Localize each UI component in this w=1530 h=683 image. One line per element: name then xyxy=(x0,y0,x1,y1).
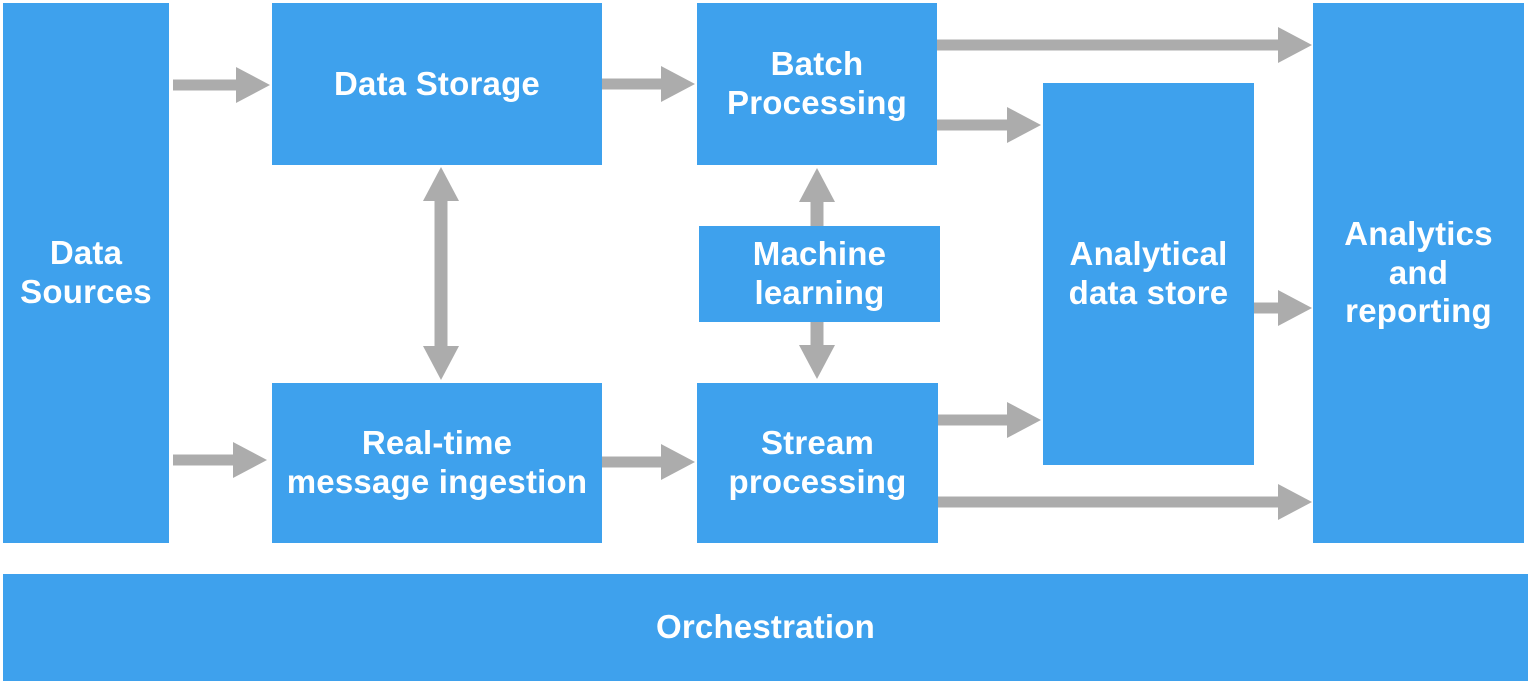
arrow-batch-processing-to-analytics-and-reporting xyxy=(937,27,1312,63)
arrow-stream-processing-to-analytics-and-reporting xyxy=(938,484,1312,520)
node-analytical-data-store: Analytical data store xyxy=(1043,83,1254,465)
arrow-analytical-data-store-to-analytics-and-reporting xyxy=(1254,290,1312,326)
node-stream-processing-label: Stream processing xyxy=(728,424,907,500)
arrow-data-sources-to-real-time-message-ingestion xyxy=(173,442,267,478)
arrow-batch-processing-to-analytical-data-store xyxy=(937,107,1041,143)
node-data-storage-label: Data Storage xyxy=(334,64,540,102)
node-analytics-and-reporting: Analytics and reporting xyxy=(1313,3,1524,543)
arrow-data-sources-to-data-storage xyxy=(173,67,270,103)
node-real-time-message-ingestion: Real-time message ingestion xyxy=(272,383,602,543)
node-analytical-data-store-label: Analytical data store xyxy=(1068,235,1229,311)
node-orchestration-label: Orchestration xyxy=(656,608,875,646)
node-analytics-and-reporting-label: Analytics and reporting xyxy=(1344,214,1493,330)
node-real-time-message-ingestion-label: Real-time message ingestion xyxy=(286,424,588,500)
arrow-machine-learning-to-batch-processing xyxy=(799,168,835,226)
node-data-sources: Data Sources xyxy=(3,3,169,543)
arrow-machine-learning-to-stream-processing xyxy=(799,322,835,379)
node-orchestration: Orchestration xyxy=(3,574,1528,681)
node-machine-learning-label: Machine learning xyxy=(752,235,887,311)
node-data-sources-label: Data Sources xyxy=(20,234,152,310)
node-batch-processing-label: Batch Processing xyxy=(727,45,907,121)
arrow-data-storage-to-real-time-message-ingestion-bidirectional xyxy=(423,167,459,380)
node-batch-processing: Batch Processing xyxy=(697,3,937,165)
arrow-real-time-message-ingestion-to-stream-processing xyxy=(602,444,695,480)
arrow-stream-processing-to-analytical-data-store xyxy=(938,402,1041,438)
node-data-storage: Data Storage xyxy=(272,3,602,165)
node-machine-learning: Machine learning xyxy=(699,226,940,322)
node-stream-processing: Stream processing xyxy=(697,383,938,543)
arrow-data-storage-to-batch-processing xyxy=(602,66,695,102)
